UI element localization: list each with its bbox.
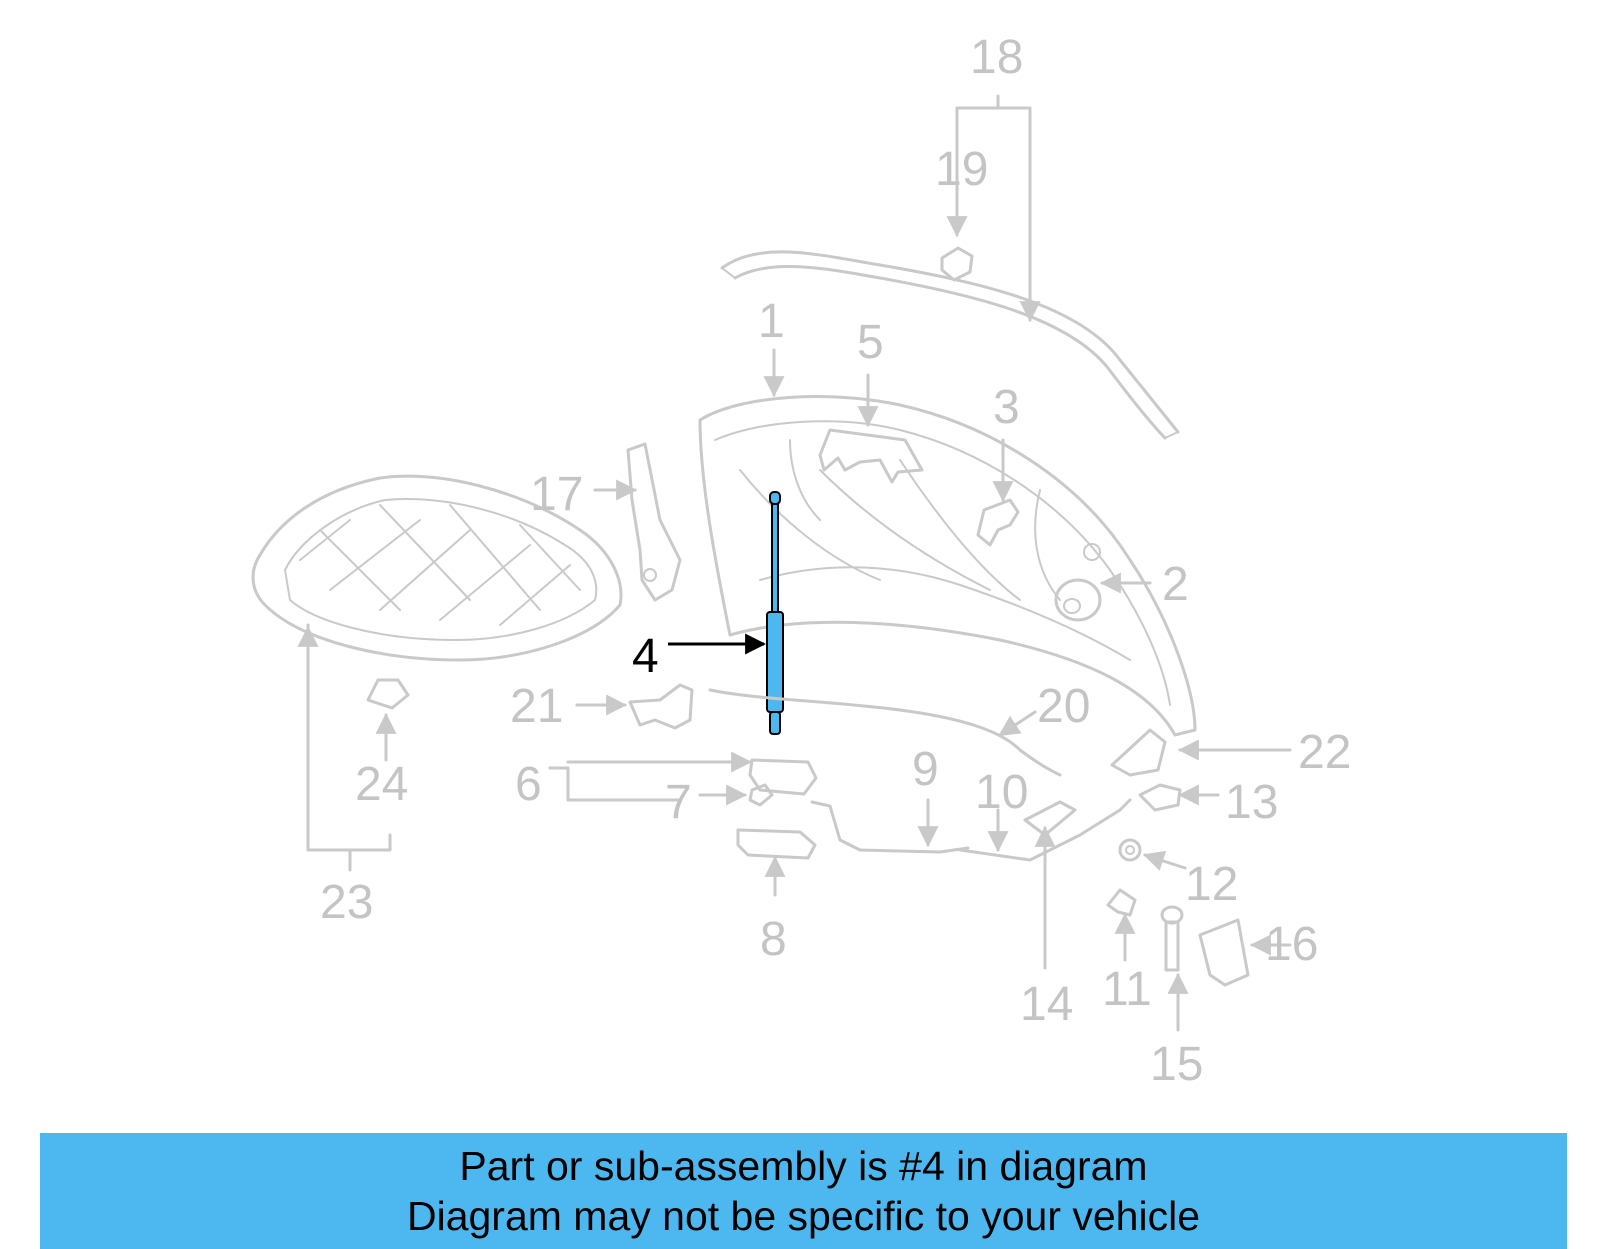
part-4-hood-strut	[766, 491, 784, 735]
part-13-pin	[1138, 783, 1182, 812]
part-17-hinge	[626, 442, 682, 602]
part-5-striker	[818, 428, 924, 484]
callout-21: 21	[510, 680, 563, 733]
callout-labels: 18 19 1 5 3 2 17 4 21 20 22 24 6 7 9 10 …	[320, 31, 1351, 1091]
callout-22: 22	[1298, 726, 1351, 779]
part-7-clip	[748, 783, 774, 807]
callout-23: 23	[320, 876, 373, 929]
part-19-clip	[940, 246, 974, 282]
callout-4: 4	[632, 630, 659, 683]
part-2-bumper-round	[1054, 578, 1102, 622]
part-8-handle	[736, 828, 817, 860]
callout-1: 1	[758, 295, 785, 348]
callout-16: 16	[1265, 918, 1318, 971]
info-banner: Part or sub-assembly is #4 in diagram Di…	[40, 1133, 1567, 1249]
callout-14: 14	[1020, 978, 1073, 1031]
part-6-latch	[748, 758, 818, 796]
part-1-hood-panel	[698, 395, 1197, 737]
banner-line-part: Part or sub-assembly is #4 in diagram	[459, 1143, 1148, 1189]
part-20-cable	[708, 688, 1062, 777]
part-14-bracket	[1023, 800, 1077, 837]
callout-6: 6	[515, 758, 542, 811]
callout-17: 17	[530, 468, 583, 521]
callout-11: 11	[1102, 963, 1152, 1016]
callout-5: 5	[857, 316, 884, 369]
part-11-clip	[1106, 888, 1137, 917]
parts-diagram: 18 19 1 5 3 2 17 4 21 20 22 24 6 7 9 10 …	[251, 31, 1351, 1091]
banner-line-disclaimer: Diagram may not be specific to your vehi…	[406, 1193, 1200, 1239]
part-21-bracket	[628, 683, 694, 730]
callout-9: 9	[912, 743, 939, 796]
part-3-bumper	[976, 498, 1020, 547]
callout-20: 20	[1037, 680, 1090, 733]
part-9-rod	[810, 798, 1132, 862]
callout-2: 2	[1162, 558, 1189, 611]
part-15-pin	[1160, 905, 1184, 972]
part-16-block	[1198, 918, 1250, 987]
leader-lines	[297, 94, 1292, 1032]
callout-19: 19	[935, 143, 988, 196]
part-23-insulator	[251, 474, 623, 662]
part-18-weatherstrip	[720, 250, 1180, 440]
part-22-hook	[1110, 728, 1167, 777]
part-24-clip	[366, 678, 410, 710]
callout-15: 15	[1150, 1038, 1203, 1091]
part-12-grommet	[1118, 838, 1142, 862]
callout-24: 24	[355, 758, 408, 811]
callout-13: 13	[1225, 776, 1278, 829]
callout-3: 3	[993, 381, 1020, 434]
callout-12: 12	[1185, 858, 1238, 911]
callout-18: 18	[970, 31, 1023, 84]
callout-8: 8	[760, 913, 787, 966]
callout-7: 7	[665, 776, 692, 829]
callout-10: 10	[975, 766, 1028, 819]
